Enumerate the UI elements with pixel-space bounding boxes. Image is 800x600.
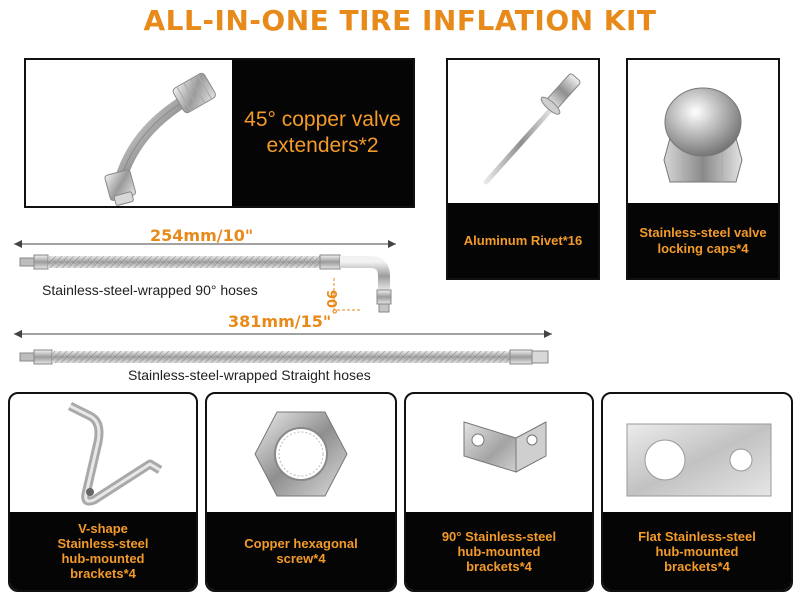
v-shape-bracket-label: V-shape Stainless-steel hub-mounted brac…	[10, 512, 196, 590]
ninety-degree-bracket-label-line1: 90° Stainless-steel	[441, 528, 557, 544]
v-shape-bracket-label-line2: Stainless-steel	[57, 536, 149, 551]
ninety-degree-bracket-card: 90° Stainless-steel hub-mounted brackets…	[404, 392, 594, 592]
v-shape-bracket-label-line3: hub-mounted	[61, 551, 145, 566]
straight-hose-length: 381mm/15"	[228, 312, 332, 331]
bent-hose-angle: 90°	[323, 290, 338, 315]
v-shape-bracket-card: V-shape Stainless-steel hub-mounted brac…	[8, 392, 198, 592]
hexagonal-screw-label-line1: Copper hexagonal	[244, 536, 358, 551]
aluminum-rivet-label: Aluminum Rivet*16	[448, 203, 598, 278]
valve-extender-label-line1: 45° copper valve	[244, 108, 401, 131]
v-shape-bracket-label-line4: brackets*4	[70, 566, 136, 581]
ninety-degree-bracket-image	[406, 394, 592, 512]
aluminum-rivet-label-text: Aluminum Rivet*16	[463, 232, 583, 248]
valve-extender-label: 45° copper valve extenders*2	[232, 60, 413, 206]
ninety-degree-bracket-label: 90° Stainless-steel hub-mounted brackets…	[406, 512, 592, 590]
aluminum-rivet-image	[448, 60, 598, 205]
flat-bracket-label-line3: brackets*4	[664, 558, 730, 574]
hoses-illustration	[14, 240, 440, 338]
valve-locking-caps-label-line2: locking caps*4	[657, 240, 749, 256]
flat-bracket-label: Flat Stainless-steel hub-mounted bracket…	[603, 512, 791, 590]
valve-locking-caps-label-line1: Stainless-steel valve	[639, 224, 767, 240]
flat-bracket-card: Flat Stainless-steel hub-mounted bracket…	[601, 392, 793, 592]
hexagonal-screw-card: Copper hexagonal screw*4	[205, 392, 397, 592]
aluminum-rivet-card: Aluminum Rivet*16	[446, 58, 600, 280]
page-title: ALL-IN-ONE TIRE INFLATION KIT	[143, 4, 657, 37]
valve-extender-image	[26, 60, 232, 206]
hexagonal-screw-label-line2: screw*4	[276, 551, 326, 566]
flat-bracket-label-line1: Flat Stainless-steel	[638, 528, 756, 544]
v-shape-bracket-image	[10, 394, 196, 512]
v-shape-bracket-label-line1: V-shape	[78, 521, 128, 536]
bent-hose-length: 254mm/10"	[150, 226, 254, 245]
hoses-section: 254mm/10" Stainless-steel-wrapped 90° ho…	[0, 210, 440, 390]
valve-locking-caps-card: Stainless-steel valve locking caps*4	[626, 58, 780, 280]
bent-hose-caption: Stainless-steel-wrapped 90° hoses	[42, 282, 258, 298]
valve-extender-label-line2: extenders*2	[266, 134, 379, 157]
valve-locking-cap-image	[628, 60, 778, 205]
flat-bracket-label-line2: hub-mounted	[655, 543, 739, 559]
hexagonal-screw-label: Copper hexagonal screw*4	[207, 512, 395, 590]
straight-hose-illustration	[14, 330, 552, 365]
valve-locking-caps-label: Stainless-steel valve locking caps*4	[628, 203, 778, 278]
straight-hose-caption: Stainless-steel-wrapped Straight hoses	[128, 367, 371, 383]
ninety-degree-bracket-label-line2: hub-mounted	[457, 543, 541, 559]
ninety-degree-bracket-label-line3: brackets*4	[466, 558, 532, 574]
flat-bracket-image	[603, 394, 791, 512]
hexagonal-screw-image	[207, 394, 395, 512]
valve-extender-card: 45° copper valve extenders*2	[24, 58, 415, 208]
